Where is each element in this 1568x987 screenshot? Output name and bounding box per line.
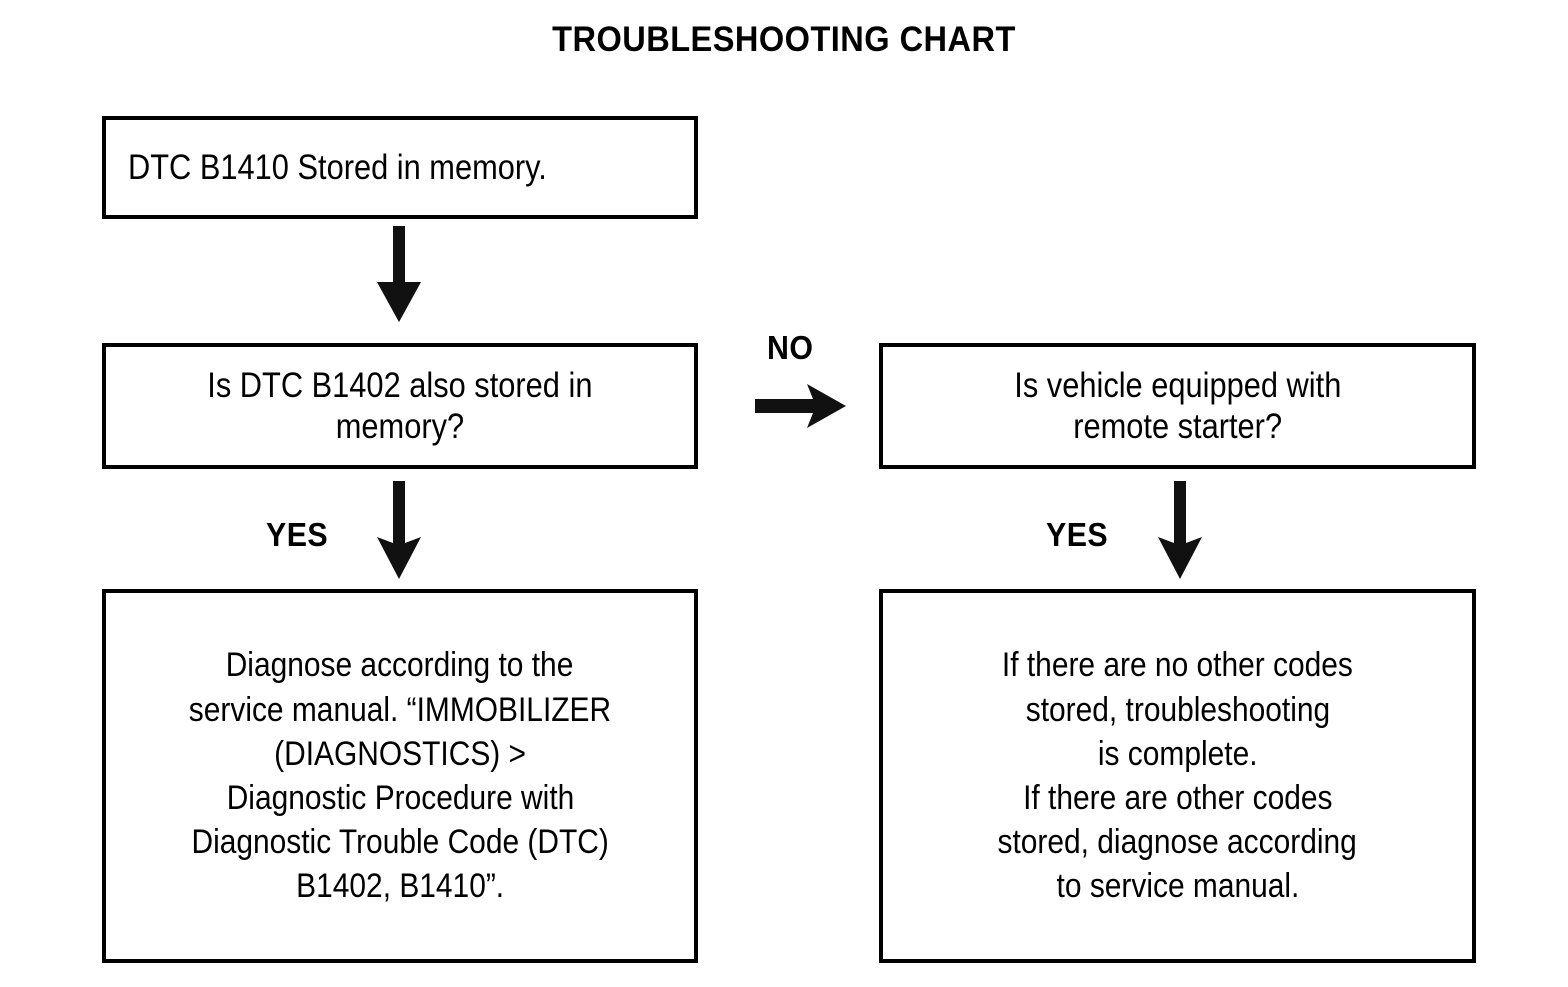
- node-dtc-stored-line-1: DTC B1410 Stored in memory.: [128, 147, 547, 187]
- node-result-line-6: to service manual.: [1056, 867, 1299, 906]
- edge-label-no: NO: [767, 329, 814, 366]
- node-result-line-2: stored, troubleshooting: [1025, 690, 1330, 729]
- node-troubleshooting-result: If there are no other codes stored, trou…: [879, 589, 1476, 963]
- node-result-line-5: stored, diagnose according: [997, 823, 1358, 862]
- node-question-remote-starter-line-2: remote starter?: [1073, 407, 1282, 446]
- node-diagnose-line-2: service manual. “IMMOBILIZER: [188, 690, 612, 729]
- node-diagnose-line-5: Diagnostic Trouble Code (DTC): [191, 823, 609, 862]
- node-diagnose-service-manual: Diagnose according to the service manual…: [102, 589, 698, 963]
- node-diagnose-line-6: B1402, B1410”.: [296, 867, 504, 906]
- page-title: TROUBLESHOOTING CHART: [552, 20, 1016, 59]
- arrow-down-icon-dtc-to-question: [376, 226, 422, 322]
- edge-label-yes-right: YES: [1046, 516, 1109, 553]
- node-question-b1402-line-1: Is DTC B1402 also stored in: [207, 365, 593, 405]
- edge-label-yes-left: YES: [266, 516, 329, 553]
- node-question-b1402: Is DTC B1402 also stored in memory?: [102, 343, 698, 469]
- arrow-down-icon-yes-right: [1157, 481, 1203, 579]
- node-question-b1402-line-2: memory?: [335, 407, 465, 446]
- node-diagnose-line-1: Diagnose according to the: [226, 646, 574, 685]
- node-dtc-stored: DTC B1410 Stored in memory.: [102, 116, 698, 219]
- node-result-line-1: If there are no other codes: [1002, 646, 1353, 685]
- node-question-remote-starter-line-1: Is vehicle equipped with: [1013, 365, 1342, 405]
- node-result-line-4: If there are other codes: [1022, 779, 1333, 817]
- arrow-right-icon-no-branch: [755, 383, 847, 429]
- node-result-line-3: is complete.: [1097, 734, 1258, 773]
- arrow-down-icon-yes-left: [376, 481, 422, 579]
- node-question-remote-starter: Is vehicle equipped with remote starter?: [879, 343, 1476, 469]
- node-diagnose-line-3: (DIAGNOSTICS) >: [274, 734, 526, 773]
- node-diagnose-line-4: Diagnostic Procedure with: [226, 779, 574, 817]
